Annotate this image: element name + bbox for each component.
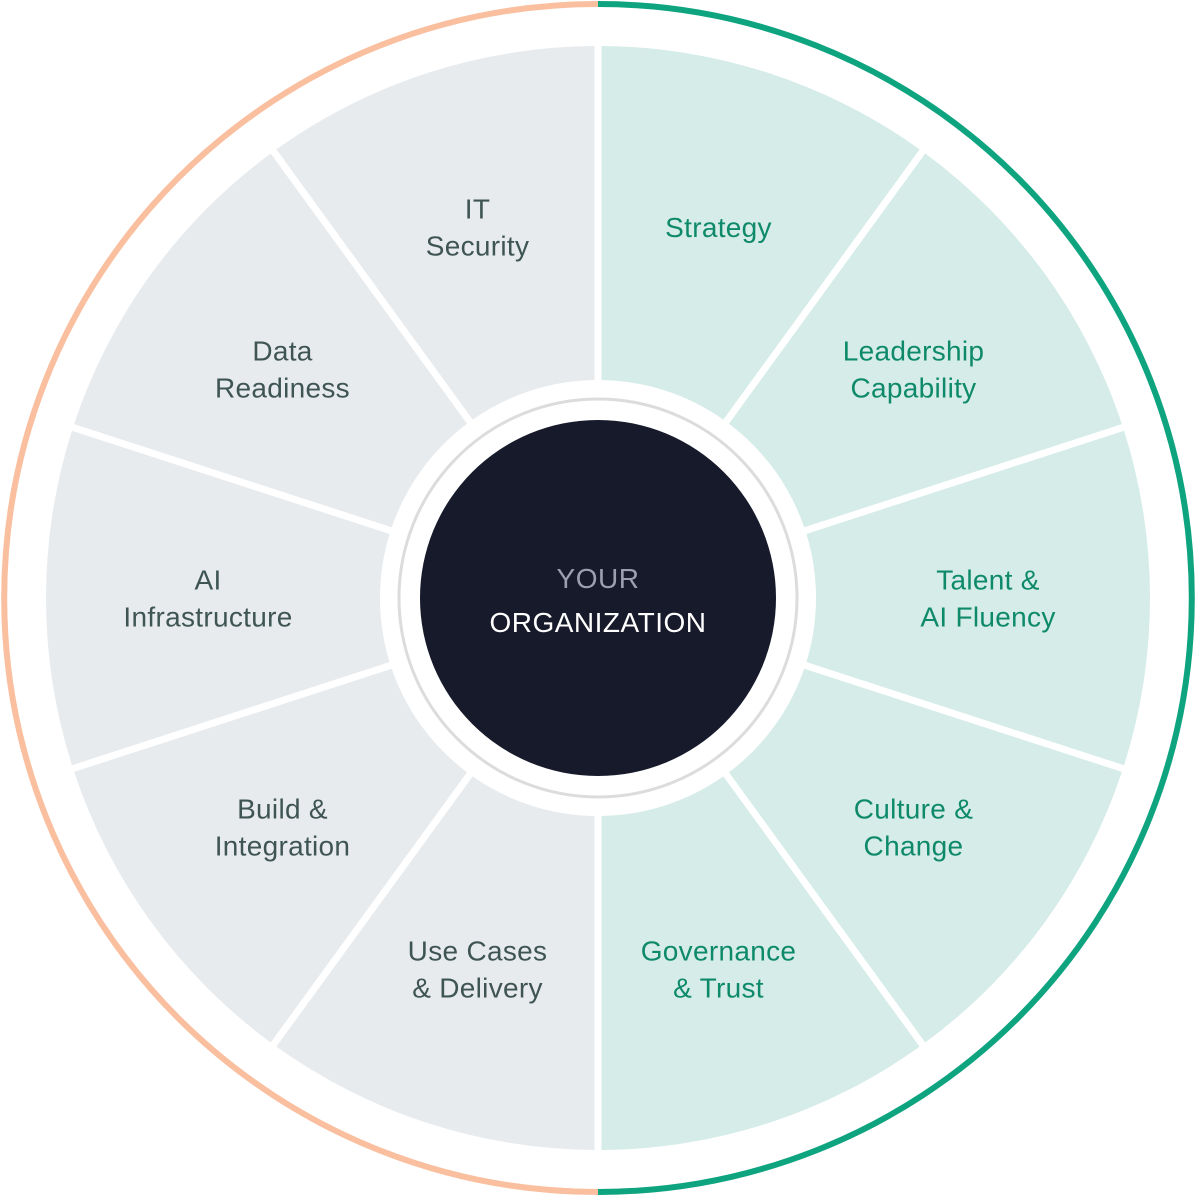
segment-governance-label-line2: & Trust (673, 972, 764, 1003)
segment-strategy-label-line1: Strategy (665, 212, 772, 243)
segment-governance-shape (601, 776, 920, 1150)
segment-governance-label-line1: Governance (641, 935, 797, 966)
center-hub-core (420, 420, 776, 776)
segment-data-label-line2: Readiness (215, 372, 350, 403)
segment-it-security-label-line1: IT (465, 194, 490, 225)
segment-leadership-label-line2: Capability (851, 372, 977, 403)
segment-leadership-shape (728, 153, 1122, 528)
segment-use-cases-shape (276, 776, 595, 1150)
outer-ring-left-arc (1, 1, 599, 1195)
segment-infrastructure-shape (46, 430, 390, 766)
segment-infrastructure: AI Infrastructure (46, 430, 390, 766)
segment-build: Build & Integration (74, 668, 468, 1043)
segment-build-label-line1: Build & (237, 794, 328, 825)
segment-build-label-line2: Integration (215, 831, 351, 862)
segment-culture-shape (728, 668, 1122, 1043)
segment-it-security: IT Security (276, 46, 595, 420)
segment-governance: Governance & Trust (601, 776, 920, 1150)
segment-infrastructure-label-line1: AI (194, 565, 221, 596)
segment-use-cases-label-line2: & Delivery (412, 972, 543, 1003)
segment-it-security-label-line2: Security (426, 231, 530, 262)
segment-data-shape (74, 153, 468, 528)
segment-culture-label-line1: Culture & (854, 794, 973, 825)
segment-culture-label-line2: Change (864, 831, 964, 862)
segment-strategy: Strategy (601, 46, 920, 420)
center-label-line1: YOUR (557, 563, 640, 594)
segment-it-security-shape (276, 46, 595, 420)
segment-infrastructure-label-line2: Infrastructure (123, 602, 292, 633)
segment-build-shape (74, 668, 468, 1043)
segment-leadership-label-line1: Leadership (843, 335, 985, 366)
segment-talent-label-line1: Talent & (936, 565, 1040, 596)
segment-use-cases-label-line1: Use Cases (408, 935, 548, 966)
segment-talent-shape (806, 430, 1150, 766)
center-label-line2: ORGANIZATION (489, 607, 706, 638)
outer-ring-right-arc (597, 1, 1195, 1195)
segment-talent: Talent & AI Fluency (806, 430, 1150, 766)
segment-talent-label-line2: AI Fluency (920, 602, 1055, 633)
segment-strategy-shape (601, 46, 920, 420)
segment-culture: Culture & Change (728, 668, 1122, 1043)
center-hub: YOUR ORGANIZATION (397, 397, 799, 799)
segment-data-label-line1: Data (252, 335, 312, 366)
segment-use-cases: Use Cases & Delivery (276, 776, 595, 1150)
